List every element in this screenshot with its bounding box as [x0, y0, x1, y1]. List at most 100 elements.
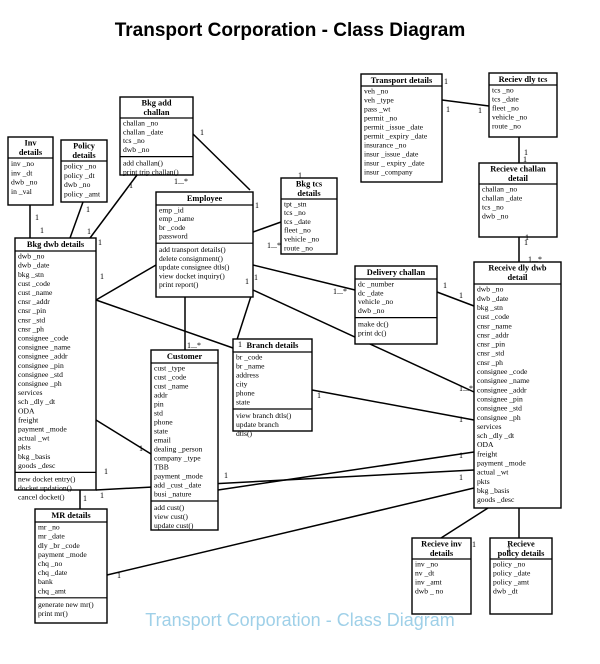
inv-details-attribute: inv _dt: [11, 168, 33, 177]
transport-details-attribute: veh _type: [364, 96, 394, 105]
recieve-policy-details-name: policy details: [498, 549, 546, 558]
branch-details-attribute: address: [236, 371, 259, 380]
mr-details-attribute: bank: [38, 577, 53, 586]
bkg-dwb-details-attribute: bkg _basis: [18, 452, 50, 461]
multiplicity-label: 1...*: [187, 341, 201, 350]
bkg-tcs-details-attribute: tcs _date: [284, 217, 311, 226]
mr-details-method: print mr(): [38, 609, 68, 618]
bkg-tcs-details-attribute: tpt _stn: [284, 199, 307, 208]
reciev-dly-tcs-name: Reciev dly tcs: [499, 75, 549, 84]
transport-details-box: [360, 73, 443, 183]
multiplicity-label: 1: [200, 128, 204, 137]
recieve-inv-details-name: details: [430, 549, 454, 558]
association-line: [95, 419, 152, 455]
customer-attribute: addr: [154, 391, 168, 400]
customer-attribute: pin: [154, 400, 164, 409]
multiplicity-label: 1...*: [333, 287, 347, 296]
multiplicity-label: 1: [446, 105, 450, 114]
bkg-dwb-details-attribute: consignee _code: [18, 334, 69, 343]
bkg-tcs-details-name: Bkg tcs: [296, 180, 323, 189]
multiplicity-label: 1: [224, 471, 228, 480]
employee-attribute: emp _id: [159, 205, 184, 214]
bkg-add-challan-attribute: challan _date: [123, 127, 164, 136]
recieve-inv-details-attribute: dwb _ no: [415, 587, 443, 596]
recieve-challan-detail-attribute: challan _date: [482, 194, 523, 203]
transport-details-attribute: permit _no: [364, 114, 397, 123]
employee-method: view docket inquiry(): [159, 271, 225, 280]
receive-dly-dwb-detail-attribute: dwb _no: [477, 285, 504, 294]
bkg-tcs-details-attribute: route _no: [284, 243, 313, 252]
receive-dly-dwb-detail-attribute: cnsr _std: [477, 349, 504, 358]
receive-dly-dwb-detail-attribute: ODA: [477, 440, 494, 449]
multiplicity-label: 1: [478, 106, 482, 115]
recieve-challan-detail-name: Recieve challan: [490, 165, 546, 174]
customer-attribute: cust _type: [154, 364, 186, 373]
branch-details-attribute: br _code: [236, 353, 263, 362]
bkg-tcs-details-attribute: tcs _no: [284, 208, 306, 217]
bkg-dwb-details-attribute: cust _code: [18, 279, 51, 288]
delivery-challan-attribute: vehicle _no: [358, 297, 393, 306]
employee-box: [155, 191, 254, 298]
customer-attribute: std: [154, 409, 163, 418]
bkg-add-challan-method: print trip challan(): [123, 167, 179, 176]
receive-dly-dwb-detail-attribute: bkg _stn: [477, 303, 503, 312]
receive-dly-dwb-detail-attribute: actual _wt: [477, 468, 509, 477]
receive-dly-dwb-detail-attribute: cnsr _name: [477, 321, 512, 330]
bkg-add-challan-name: challan: [143, 108, 169, 117]
customer-attribute: TBB: [154, 463, 169, 472]
bkg-dwb-details-method: new docket entry(): [18, 475, 76, 484]
bkg-dwb-details-method: docket updation(): [18, 484, 72, 493]
recieve-policy-details-attribute: policy _no: [493, 560, 525, 569]
bkg-add-challan-box: [119, 96, 194, 176]
branch-details-attribute: br _name: [236, 362, 265, 371]
mr-details-attribute: chq _no: [38, 559, 62, 568]
watermark-caption: Transport Corporation - Class Diagram: [145, 610, 455, 630]
multiplicity-label: 1: [238, 340, 242, 349]
customer-method: add cust(): [154, 503, 185, 512]
receive-dly-dwb-detail-attribute: cnsr _ph: [477, 358, 503, 367]
bkg-dwb-details-attribute: sch _dly _dt: [18, 397, 56, 406]
multiplicity-label: 1: [254, 273, 258, 282]
recieve-policy-details-attribute: dwb _dt: [493, 587, 519, 596]
receive-dly-dwb-detail-attribute: services: [477, 422, 502, 431]
receive-dly-dwb-detail-attribute: freight: [477, 449, 498, 458]
delivery-challan-attribute: dc _number: [358, 279, 395, 288]
multiplicity-label: 1...*: [528, 255, 542, 264]
multiplicity-label: 1: [459, 291, 463, 300]
employee-attribute: br _code: [159, 223, 186, 232]
bkg-add-challan-attribute: tcs _no: [123, 136, 145, 145]
recieve-policy-details-box: [489, 537, 553, 615]
reciev-dly-tcs-box: [488, 72, 558, 138]
receive-dly-dwb-detail-attribute: payment _mode: [477, 459, 526, 468]
association-line: [252, 221, 282, 233]
customer-attribute: email: [154, 436, 171, 445]
receive-dly-dwb-detail-attribute: dwb _date: [477, 294, 509, 303]
bkg-dwb-details-attribute: cnsr _pin: [18, 306, 46, 315]
bkg-dwb-details-attribute: consignee _std: [18, 370, 63, 379]
bkg-dwb-details-attribute: ODA: [18, 406, 35, 415]
association-line: [311, 389, 475, 421]
receive-dly-dwb-detail-attribute: cnsr _addr: [477, 330, 509, 339]
multiplicity-label: 1: [139, 444, 143, 453]
delivery-challan-name: Delivery challan: [367, 268, 426, 277]
delivery-challan-attribute: dc _date: [358, 288, 384, 297]
customer-name: Customer: [167, 352, 203, 361]
branch-details-attribute: city: [236, 380, 248, 389]
bkg-dwb-details-attribute: pkts: [18, 443, 31, 452]
employee-attribute: password: [159, 232, 188, 241]
bkg-tcs-details-attribute: vehicle _no: [284, 235, 319, 244]
delivery-challan-method: print dc(): [358, 328, 387, 337]
association-line: [106, 487, 475, 576]
